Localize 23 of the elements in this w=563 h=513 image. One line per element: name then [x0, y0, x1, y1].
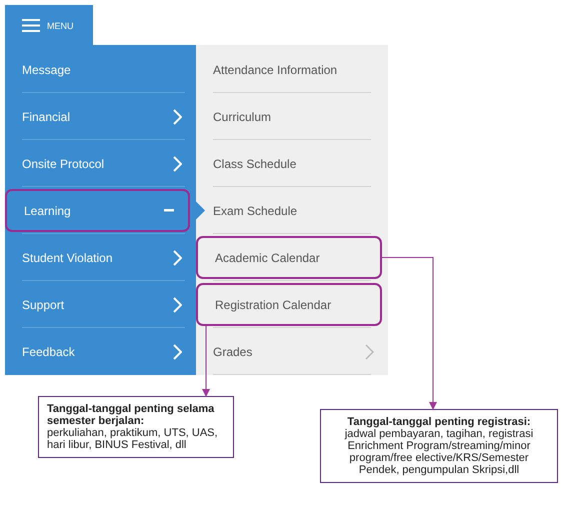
- menu-item: Registration Calendar: [196, 283, 382, 326]
- menu-item: Attendance Information: [196, 46, 388, 93]
- menu-item: Onsite Protocol: [5, 140, 196, 187]
- menu-item: Class Schedule: [196, 140, 388, 187]
- callout-text: jadwal pembayaran, tagihan, registrasi Enrichment Program/streaming/minor program/free elective/KRS/Semester Pendek, pengumpulan Skripsi,dll: [344, 428, 534, 476]
- leader-arrow: [202, 326, 210, 397]
- callout-heading: Tanggal-tanggal penting registrasi:: [346, 416, 532, 428]
- menu-item: Financial: [5, 93, 196, 140]
- menu-item: Grades: [196, 328, 388, 375]
- menu-item: Message: [5, 46, 196, 93]
- menu-item: Student Violation: [5, 234, 196, 281]
- callout-text: perkuliahan, praktikum, UTS, UAS, hari libur, BINUS Festival, dll: [47, 427, 219, 451]
- menu-item: Exam Schedule: [196, 187, 388, 234]
- menu-item: Support: [5, 281, 196, 328]
- callout-box: [38, 396, 234, 458]
- menu-item: Feedback: [5, 328, 196, 375]
- menu-button: MENU: [5, 5, 93, 46]
- menu-item: Learning: [5, 189, 190, 232]
- menu-item: Curriculum: [196, 93, 388, 140]
- callout-box: [320, 409, 558, 483]
- leader-arrow: [382, 257, 437, 410]
- callout-heading: Tanggal-tanggal penting selama semester berjalan:: [47, 403, 216, 427]
- menu-item: Academic Calendar: [196, 236, 382, 279]
